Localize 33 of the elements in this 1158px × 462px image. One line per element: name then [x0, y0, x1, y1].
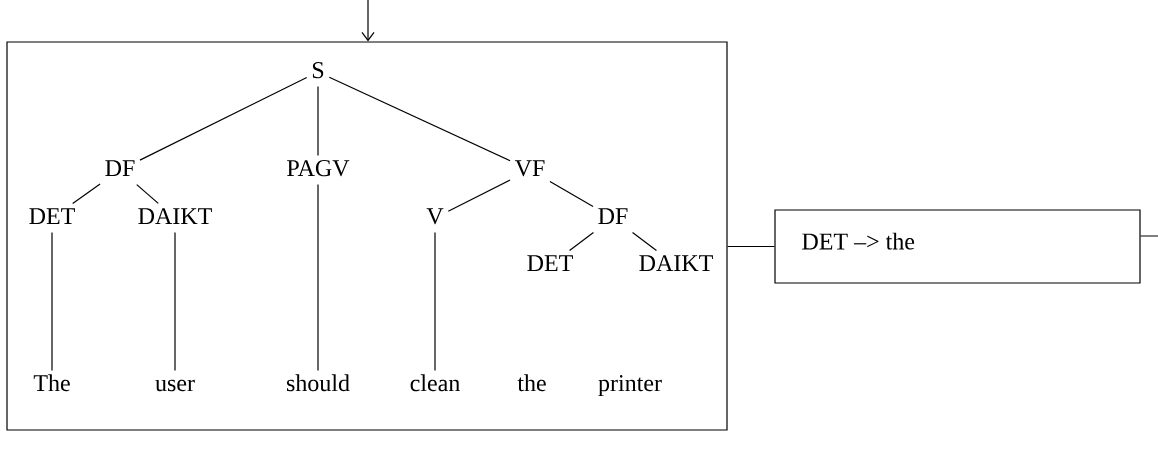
arrow: [361, 0, 375, 42]
tree-branch: [174, 232, 176, 371]
tree-branch: [328, 76, 511, 162]
tree-branch: [434, 232, 436, 371]
tree-label: DAIKT: [639, 255, 713, 272]
connector-line: [727, 245, 775, 248]
word-label: clean: [410, 374, 460, 392]
tree-frame: [6, 41, 728, 431]
tree-label: PAGV: [287, 160, 350, 177]
tree-label: S: [312, 62, 324, 79]
tree-branch: [447, 179, 511, 212]
tree-label: DAIKT: [138, 208, 212, 225]
word-label: printer: [598, 375, 662, 397]
tree-branch: [317, 184, 319, 371]
word-label: user: [155, 379, 195, 392]
tree-branch: [631, 232, 658, 251]
tree-label: V: [426, 208, 444, 225]
tree-label: DET: [29, 208, 75, 225]
tree-branch: [139, 76, 308, 161]
word-label: The: [33, 374, 70, 392]
tree-label: VF: [514, 160, 545, 177]
tree-label: DF: [598, 208, 628, 225]
connector-line: [1140, 235, 1158, 237]
tree-label: DF: [105, 160, 135, 177]
tree-branch: [136, 184, 159, 204]
tree-branch: [317, 86, 319, 156]
tree-label: DET: [527, 255, 573, 272]
tree-branch: [549, 180, 594, 208]
tree-branch: [51, 232, 53, 371]
tree-branch: [568, 232, 595, 251]
word-label: should: [287, 374, 350, 392]
tree-branch: [72, 183, 101, 204]
word-label: the: [517, 374, 546, 392]
